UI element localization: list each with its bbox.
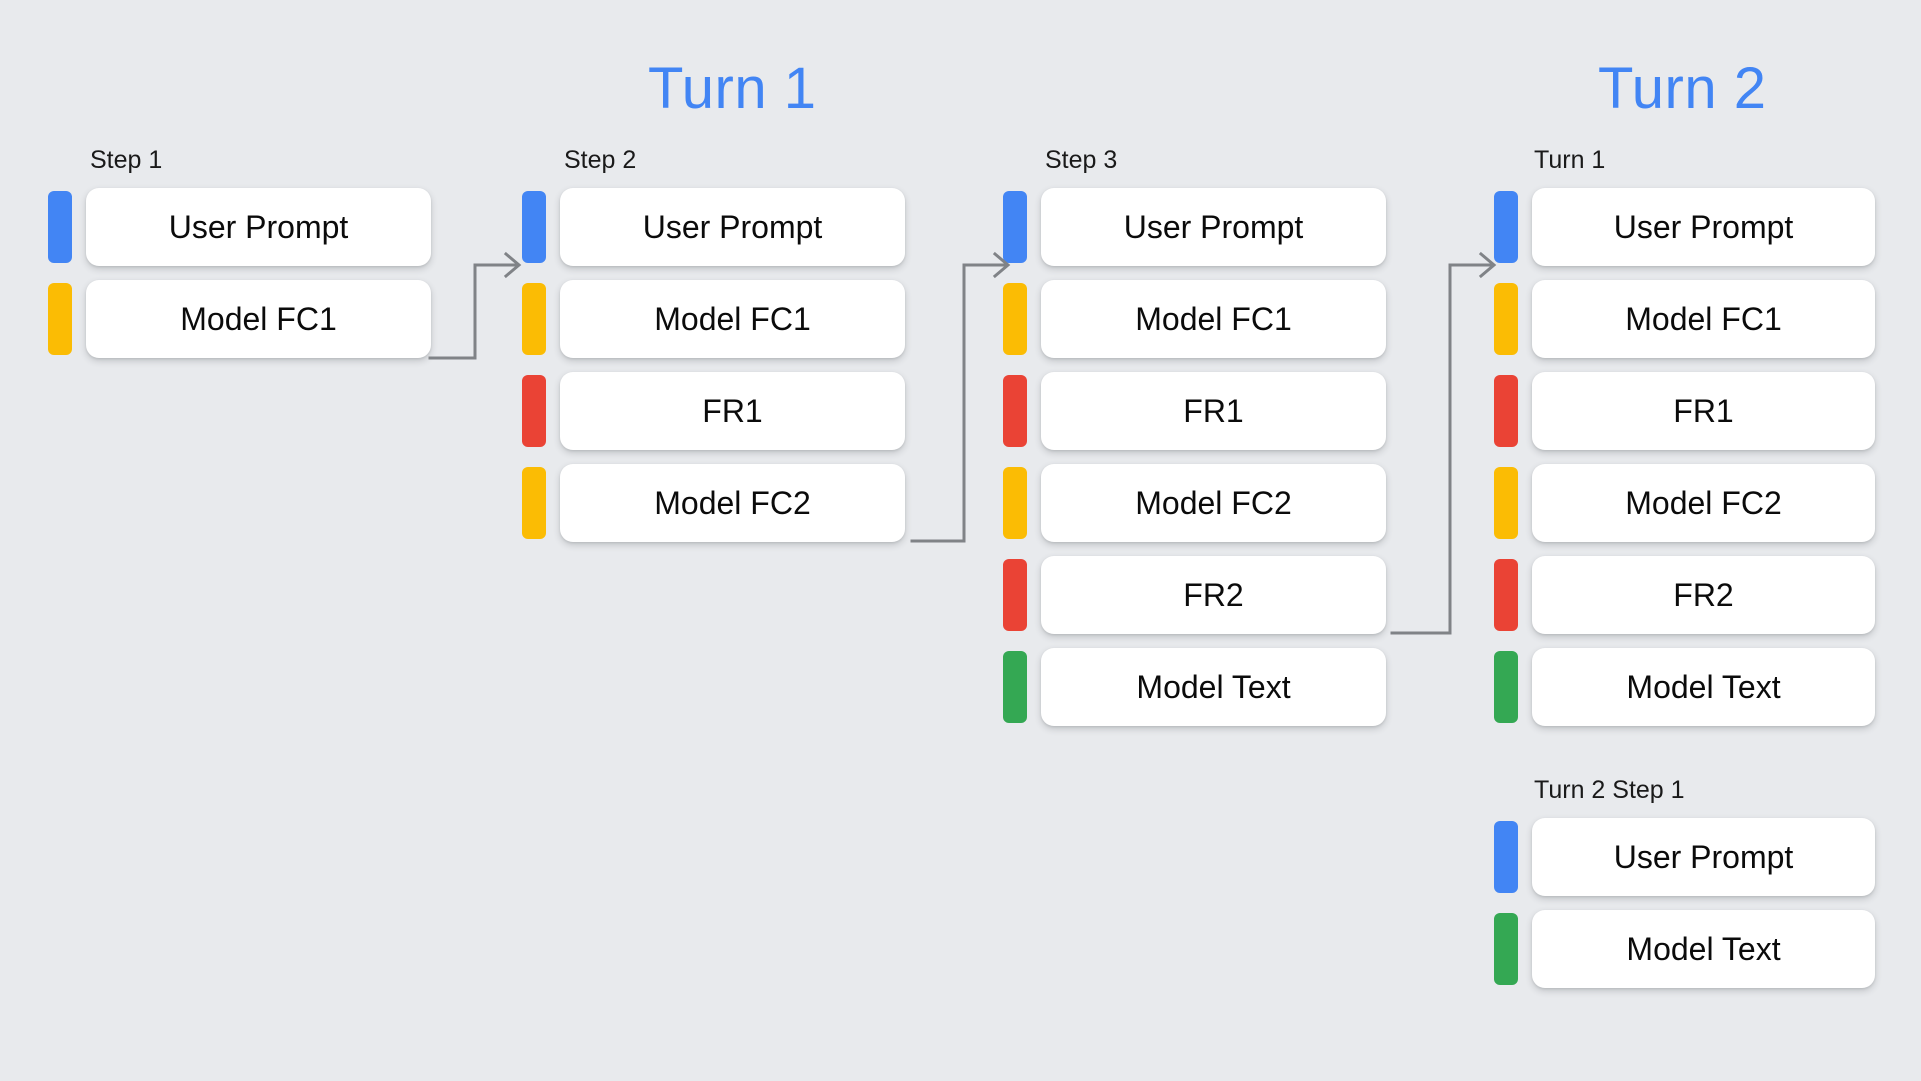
color-bar-user-prompt-icon	[48, 191, 72, 263]
connector-step3-to-turn1-icon	[1390, 251, 1497, 635]
column-label-turn-1: Turn 1	[1534, 146, 1606, 174]
card-label: User Prompt	[1123, 209, 1304, 245]
card-label: Model Text	[1626, 931, 1781, 967]
card-user-prompt[interactable]: User Prompt	[1041, 188, 1386, 266]
card-fr2[interactable]: FR2	[1041, 556, 1386, 634]
card-user-prompt[interactable]: User Prompt	[560, 188, 905, 266]
card-fr2[interactable]: FR2	[1532, 556, 1875, 634]
card-user-prompt[interactable]: User Prompt	[1532, 188, 1875, 266]
color-bar-user-prompt-icon	[1003, 191, 1027, 263]
color-bar-function-response-icon	[1003, 559, 1027, 631]
card-label: Model Text	[1626, 669, 1781, 705]
card-model-text[interactable]: Model Text	[1532, 910, 1875, 988]
card-model-fc1[interactable]: Model FC1	[1532, 280, 1875, 358]
color-bar-model-fc-icon	[522, 283, 546, 355]
card-fr1[interactable]: FR1	[1041, 372, 1386, 450]
color-bar-function-response-icon	[1494, 375, 1518, 447]
turn-1-heading: Turn 1	[648, 56, 817, 121]
color-bar-model-fc-icon	[1003, 467, 1027, 539]
card-label: FR1	[1183, 393, 1244, 429]
card-label: FR1	[1673, 393, 1734, 429]
card-model-fc2[interactable]: Model FC2	[1041, 464, 1386, 542]
color-bar-model-fc-icon	[1003, 283, 1027, 355]
card-label: Model FC2	[1625, 485, 1782, 521]
color-bar-user-prompt-icon	[522, 191, 546, 263]
card-model-text[interactable]: Model Text	[1041, 648, 1386, 726]
color-bar-function-response-icon	[1003, 375, 1027, 447]
card-user-prompt[interactable]: User Prompt	[1532, 818, 1875, 896]
card-label: Model Text	[1136, 669, 1291, 705]
card-label: Model FC1	[180, 301, 337, 337]
card-model-fc1[interactable]: Model FC1	[86, 280, 431, 358]
card-model-fc1[interactable]: Model FC1	[560, 280, 905, 358]
color-bar-function-response-icon	[1494, 559, 1518, 631]
card-label: Model FC1	[1135, 301, 1292, 337]
color-bar-model-text-icon	[1003, 651, 1027, 723]
card-fr1[interactable]: FR1	[560, 372, 905, 450]
card-label: User Prompt	[642, 209, 823, 245]
card-label: FR2	[1673, 577, 1734, 613]
card-label: User Prompt	[168, 209, 349, 245]
color-bar-user-prompt-icon	[1494, 821, 1518, 893]
color-bar-model-text-icon	[1494, 913, 1518, 985]
card-label: User Prompt	[1613, 209, 1794, 245]
color-bar-model-text-icon	[1494, 651, 1518, 723]
card-model-text[interactable]: Model Text	[1532, 648, 1875, 726]
card-model-fc2[interactable]: Model FC2	[1532, 464, 1875, 542]
color-bar-model-fc-icon	[522, 467, 546, 539]
column-label-step-2: Step 2	[564, 146, 637, 174]
card-model-fc1[interactable]: Model FC1	[1041, 280, 1386, 358]
card-label: FR2	[1183, 577, 1244, 613]
card-label: FR1	[702, 393, 763, 429]
color-bar-model-fc-icon	[1494, 283, 1518, 355]
column-label-step-1: Step 1	[90, 146, 163, 174]
column-label-step-3: Step 3	[1045, 146, 1118, 174]
card-label: Model FC2	[654, 485, 811, 521]
card-label: Model FC2	[1135, 485, 1292, 521]
turn-2-heading: Turn 2	[1598, 56, 1767, 121]
card-label: Model FC1	[1625, 301, 1782, 337]
card-label: User Prompt	[1613, 839, 1794, 875]
color-bar-model-fc-icon	[48, 283, 72, 355]
color-bar-function-response-icon	[522, 375, 546, 447]
color-bar-user-prompt-icon	[1494, 191, 1518, 263]
card-fr1[interactable]: FR1	[1532, 372, 1875, 450]
column-label-turn-2-step-1: Turn 2 Step 1	[1534, 776, 1685, 804]
card-user-prompt[interactable]: User Prompt	[86, 188, 431, 266]
card-model-fc2[interactable]: Model FC2	[560, 464, 905, 542]
color-bar-model-fc-icon	[1494, 467, 1518, 539]
card-label: Model FC1	[654, 301, 811, 337]
